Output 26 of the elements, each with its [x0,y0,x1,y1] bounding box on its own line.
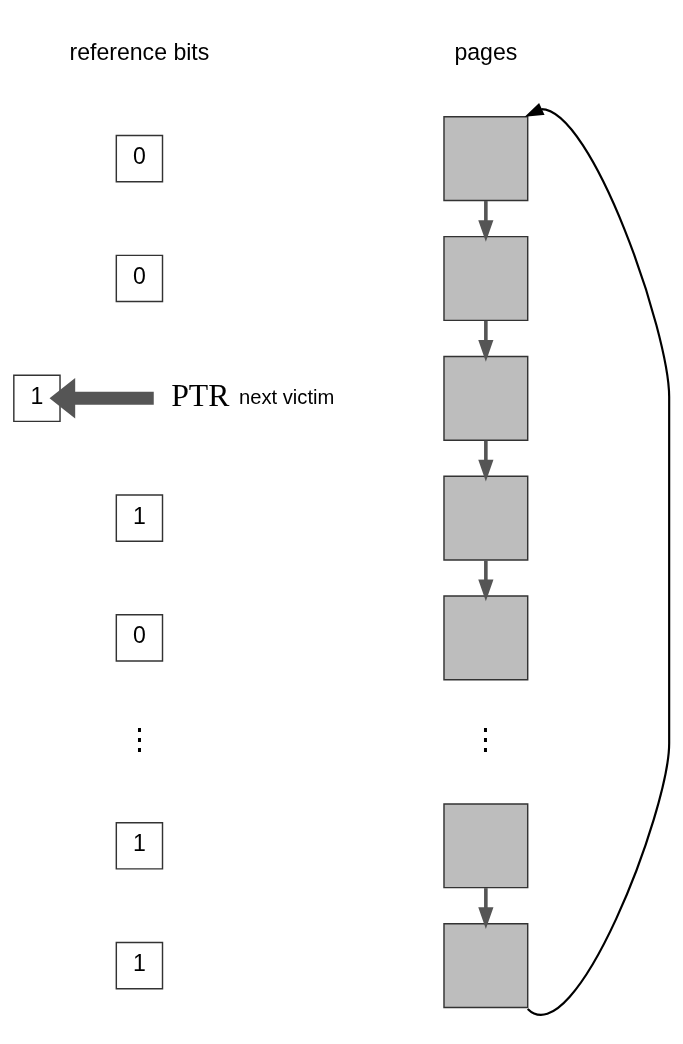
node-box [443,803,529,889]
arrow [49,378,154,419]
label: ⋮ [471,723,501,756]
node-box: 0 [115,254,164,303]
label: reference bits [69,39,210,66]
node-box: 1 [115,494,164,542]
node-box [443,923,529,1009]
label: pages [454,39,518,66]
node-box [443,116,529,202]
label: ⋮ [124,723,154,756]
arrow [478,440,494,482]
node-box: 0 [115,614,164,662]
node-box: 0 [115,134,164,183]
arrow [524,102,671,1015]
node-box: 1 [13,374,61,423]
arrow [478,560,494,602]
node-box: 1 [115,821,164,870]
node-box [443,475,529,561]
node-box: 1 [115,941,164,990]
node-box [443,595,529,681]
arrow [478,888,494,929]
arrow [478,320,494,362]
node-box [443,355,529,441]
node-box [443,235,529,322]
arrow [478,201,494,242]
node-text: PTR next victim [171,378,335,414]
